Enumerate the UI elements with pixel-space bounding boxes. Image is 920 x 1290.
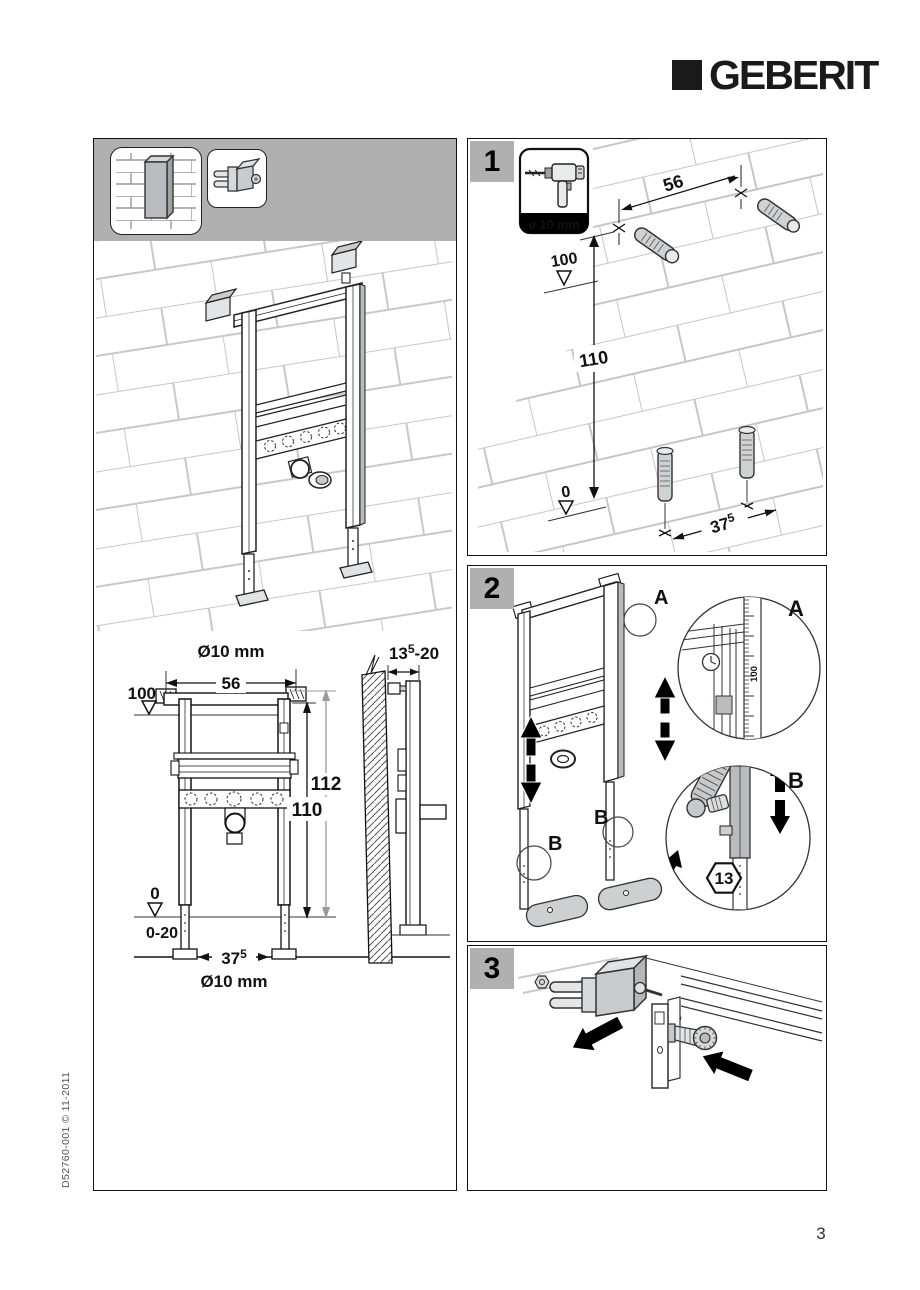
detail-b-marker (602, 816, 634, 848)
remove-direction-arrow (571, 1015, 625, 1052)
drill-size-label: ø 10 mm (529, 218, 580, 232)
dim-spacing: 375 (708, 510, 739, 537)
insert-direction-arrow (701, 1049, 755, 1083)
detail-b-label: B (594, 807, 608, 829)
detail-b-label: B (548, 833, 562, 855)
overview-wall-illustration (96, 241, 452, 631)
wall-anchor-vertical (656, 446, 674, 537)
detail-a-marker (623, 603, 657, 637)
document-code: D52760-001 © 11-2011 (60, 1071, 72, 1188)
nut-icon (534, 975, 550, 989)
geberit-logo: GEBERIT (672, 52, 879, 98)
dim-56-group (612, 165, 748, 245)
detail-a-content: 100 (681, 597, 762, 739)
step3-illustration (517, 954, 823, 1089)
detail-b-label: B (788, 768, 804, 793)
drill-icon (525, 163, 585, 208)
dim-zero: 0 (150, 884, 159, 903)
dim-drill-top: Ø10 mm (197, 642, 264, 661)
step1-illustration: 56 100 110 0 (478, 139, 823, 552)
dim-height-total: 112 (311, 774, 342, 795)
step2-illustration: A B B (511, 572, 821, 928)
frame-adjustment-view (511, 572, 663, 928)
logo-square-icon (672, 60, 702, 90)
dim-width-bottom: 375 (221, 947, 247, 968)
frame-corner (645, 957, 823, 1089)
dim-floor-range: 0-20 (146, 925, 178, 942)
frame-side-view (361, 654, 450, 964)
dim-ref-height: 100 (128, 684, 156, 703)
step2-panel: 2 (467, 565, 827, 942)
step3-number-badge: 3 (470, 948, 514, 989)
detail-a-label: A (788, 596, 804, 621)
wall-anchor-vertical (738, 425, 756, 510)
dim-ref-height: 100 (550, 250, 579, 271)
mounting-frame (204, 241, 373, 607)
prewall-frame-icon (110, 147, 202, 235)
overview-header-band (94, 139, 456, 241)
step1-panel: 1 (467, 138, 827, 556)
logo-text: GEBERIT (709, 52, 879, 98)
step2-number-badge: 2 (470, 568, 514, 609)
wall-anchor (633, 227, 680, 264)
knurled-bolt (667, 1023, 718, 1051)
rotate-arrow (666, 859, 678, 904)
frame-front-view (155, 686, 307, 960)
overview-panel: Ø10 mm 56 100 112 110 0 (93, 138, 457, 1191)
ruler-value-label: 100 (749, 666, 760, 682)
clamp-bracket (549, 954, 663, 1017)
detail-a-label: A (654, 587, 668, 609)
prewall-frame-icon-art (116, 153, 196, 229)
height-adjust-arrows (519, 674, 677, 806)
dim-height: 110 (578, 347, 610, 371)
wall-anchor (756, 198, 801, 233)
dim-depth: 135-20 (389, 642, 439, 663)
dim-drill-bottom: Ø10 mm (200, 972, 267, 991)
wrench-size-hexagon (705, 862, 743, 894)
dim-width-top: 56 (222, 674, 241, 693)
clamp-bracket-icon-art (213, 158, 262, 192)
brick-wall (478, 139, 823, 552)
overview-dimension-drawing: Ø10 mm 56 100 112 110 0 (128, 642, 450, 991)
drill-size-callout: ø 10 mm (518, 147, 590, 235)
dim-zero: 0 (560, 483, 572, 501)
wrench-size-label: 13 (715, 869, 734, 888)
detail-b-marker (516, 845, 552, 881)
dim-height-fixing: 110 (292, 800, 323, 821)
page-number: 3 (816, 1224, 826, 1243)
step1-number-badge: 1 (470, 141, 514, 182)
step3-panel: 3 (467, 945, 827, 1191)
clamp-bracket-icon (207, 149, 267, 208)
